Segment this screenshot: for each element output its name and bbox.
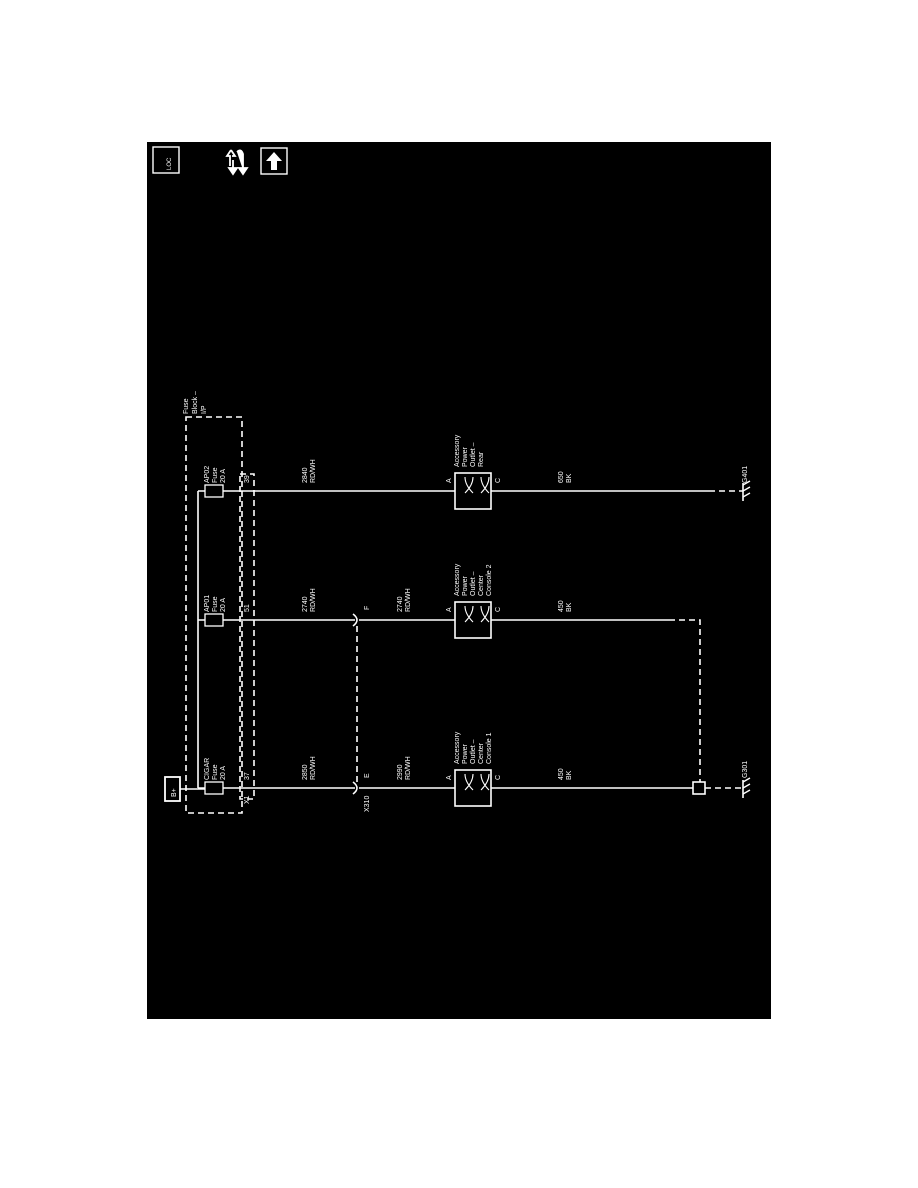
ground-g401-label: G401 (742, 466, 749, 483)
power-source-b-plus: B+ (164, 776, 181, 802)
svg-text:BK: BK (566, 473, 573, 483)
outlet-1-pin-c: C (495, 775, 502, 780)
svg-text:Fuse: Fuse (212, 596, 219, 612)
svg-text:Fuse: Fuse (212, 467, 219, 483)
svg-text:I/P: I/P (201, 405, 208, 414)
fuse-ap02-label: AP02 Fuse 20 A (204, 466, 227, 483)
fuse-block-name: Fuse Block – I/P (183, 391, 208, 414)
svg-text:Outlet –: Outlet – (470, 571, 477, 596)
svg-text:RD/WH: RD/WH (405, 756, 412, 780)
svg-text:RD/WH: RD/WH (405, 588, 412, 612)
outlet-3-pin-c: C (495, 478, 502, 483)
svg-text:Outlet –: Outlet – (470, 442, 477, 467)
outlet-3-name: Accessory Power Outlet – Rear (454, 434, 485, 467)
loc-icon[interactable]: LOC (152, 146, 180, 174)
up-arrow-icon[interactable] (260, 147, 288, 175)
svg-text:Power: Power (462, 575, 469, 596)
outlet-1-pin-a: A (446, 775, 453, 780)
svg-text:RD/WH: RD/WH (310, 459, 317, 483)
svg-text:Block –: Block – (192, 391, 199, 414)
svg-text:2740: 2740 (397, 596, 404, 612)
wiring-diagram: LOC Fuse Block – I/P X1 B+ CIGAR Fuse 20… (147, 142, 771, 1019)
outlet-rear (454, 472, 492, 510)
wire-label-gnd3: 650 BK (558, 471, 573, 483)
svg-text:RD/WH: RD/WH (310, 588, 317, 612)
wire-label-c1-upper: 2850 RD/WH (302, 756, 317, 780)
wire-label-c2-lower: 2740 RD/WH (397, 588, 412, 612)
svg-text:450: 450 (558, 768, 565, 780)
connector-x310-label: X310 (364, 796, 371, 812)
wire-label-gnd2: 450 BK (558, 600, 573, 612)
fuse-ap01-pin: 51 (244, 604, 251, 612)
outlet-1-name: Accessory Power Outlet – Center Console … (454, 731, 493, 764)
svg-text:2740: 2740 (302, 596, 309, 612)
wire-label-rear: 2840 RD/WH (302, 459, 317, 483)
svg-text:Accessory: Accessory (454, 434, 461, 467)
svg-text:CIGAR: CIGAR (204, 758, 211, 780)
svg-text:650: 650 (558, 471, 565, 483)
fuse-ap01-label: AP01 Fuse 20 A (204, 595, 227, 612)
fuse-cigar (204, 781, 224, 795)
svg-text:Center: Center (478, 742, 485, 764)
fuse-ap01 (204, 613, 224, 627)
svg-text:Console 1: Console 1 (486, 732, 493, 764)
x310-pin-e-label: E (364, 773, 371, 778)
fuse-block-outline (185, 416, 243, 814)
svg-text:Center: Center (478, 574, 485, 596)
svg-text:BK: BK (566, 602, 573, 612)
svg-text:Outlet –: Outlet – (470, 739, 477, 764)
ground-g301 (742, 777, 751, 798)
wire-label-c1-lower: 2990 RD/WH (397, 756, 412, 780)
outlet-2-name: Accessory Power Outlet – Center Console … (454, 563, 493, 596)
svg-text:Power: Power (462, 446, 469, 467)
fuse-cigar-label: CIGAR Fuse 20 A (204, 758, 227, 780)
svg-text:Rear: Rear (478, 451, 485, 467)
svg-text:450: 450 (558, 600, 565, 612)
ground-splice (692, 781, 706, 795)
svg-text:Accessory: Accessory (454, 731, 461, 764)
svg-text:RD/WH: RD/WH (310, 756, 317, 780)
outlet-2-pin-a: A (446, 607, 453, 612)
svg-text:Accessory: Accessory (454, 563, 461, 596)
svg-text:20 A: 20 A (220, 766, 227, 780)
svg-text:2850: 2850 (302, 764, 309, 780)
svg-text:BK: BK (566, 770, 573, 780)
connector-x310-pin-f (352, 613, 358, 627)
svg-text:20 A: 20 A (220, 598, 227, 612)
fuse-ap02 (204, 484, 224, 498)
flow-arrows-icon[interactable] (225, 149, 249, 176)
svg-text:20 A: 20 A (220, 469, 227, 483)
power-label: B+ (171, 788, 178, 797)
svg-text:Console 2: Console 2 (486, 564, 493, 596)
ground-g301-label: G301 (742, 761, 749, 778)
svg-text:AP02: AP02 (204, 466, 211, 483)
loc-icon-label: LOC (167, 157, 173, 170)
fuse-ap02-pin: 39 (244, 475, 251, 483)
ground-wire-2-dash (669, 619, 701, 782)
wire-label-c2-upper: 2740 RD/WH (302, 588, 317, 612)
svg-text:Fuse: Fuse (183, 398, 190, 414)
wire-label-gnd1: 450 BK (558, 768, 573, 780)
svg-text:AP01: AP01 (204, 595, 211, 612)
fuse-cigar-pin: 37 (244, 772, 251, 780)
connector-x1-label: X1 (244, 795, 251, 804)
outlet-2-pin-c: C (495, 607, 502, 612)
outlet-3-pin-a: A (446, 478, 453, 483)
svg-text:Fuse: Fuse (212, 764, 219, 780)
svg-text:2840: 2840 (302, 467, 309, 483)
svg-text:2990: 2990 (397, 764, 404, 780)
outlet-center-console-1 (454, 769, 492, 807)
connector-x310-pin-e (352, 781, 358, 795)
svg-text:Power: Power (462, 743, 469, 764)
x310-pin-f-label: F (364, 606, 371, 610)
connector-x1-outline (239, 473, 255, 800)
outlet-center-console-2 (454, 601, 492, 639)
ground-g401 (742, 480, 751, 501)
